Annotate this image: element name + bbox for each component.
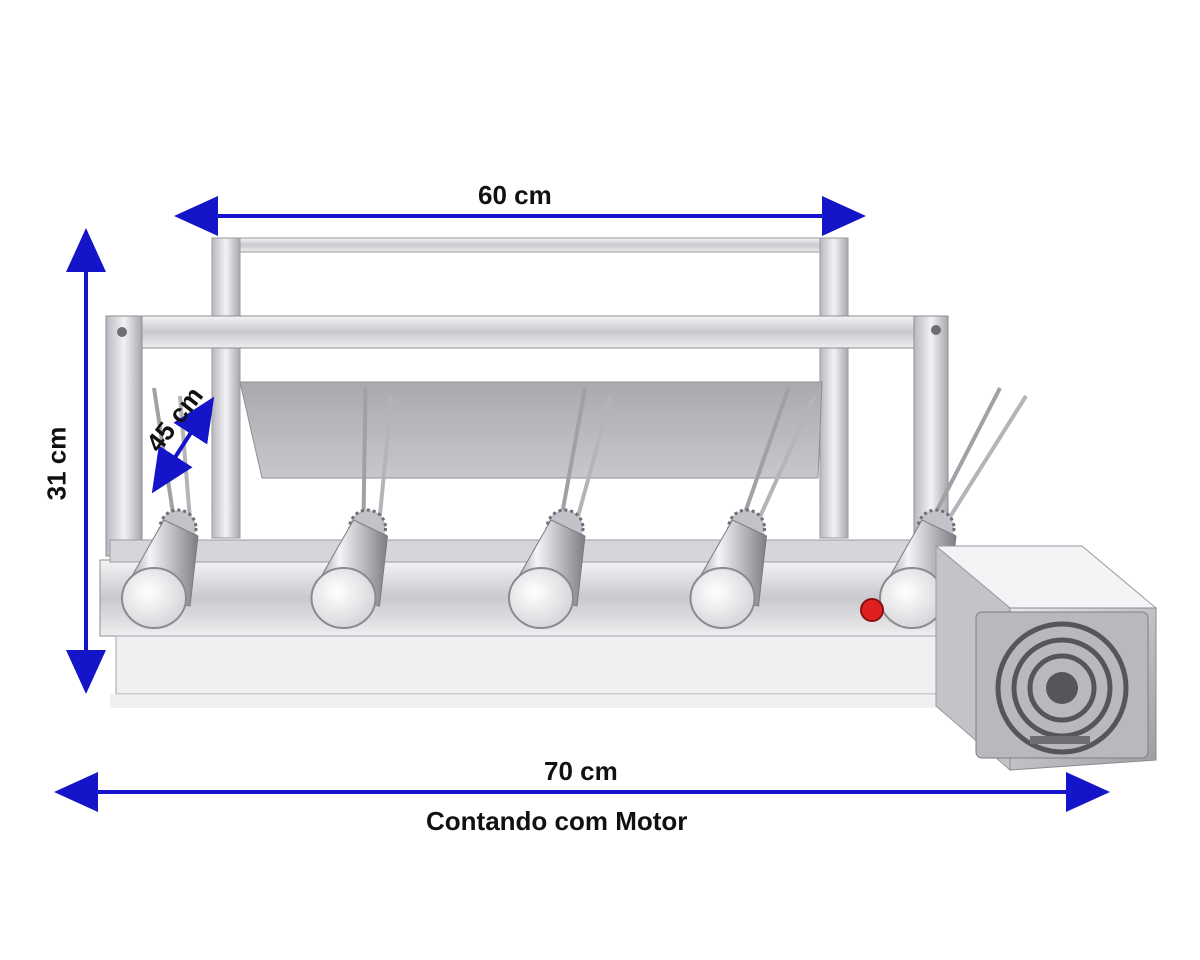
width-label: 60 cm <box>478 180 552 210</box>
base <box>99 539 937 708</box>
dimension-arrows <box>54 196 1110 812</box>
grill-plate <box>239 381 823 479</box>
skewer-prong <box>756 395 817 521</box>
skewer-endcap <box>689 567 756 629</box>
skewer-endcap <box>879 567 945 629</box>
motor-box <box>934 544 1158 772</box>
skewer-endcap <box>508 567 574 629</box>
back-frame <box>211 237 849 539</box>
skewer-group <box>121 387 1028 629</box>
skewer-prong <box>946 394 1028 522</box>
fan-grille-icon <box>995 621 1129 755</box>
skewer-prong <box>377 395 394 521</box>
height-label: 31 cm <box>41 426 72 501</box>
skewer-prong <box>930 387 1002 521</box>
depth-arrow <box>151 396 215 494</box>
skewer-endcap <box>121 567 187 629</box>
total-width-label: 70 cm <box>544 756 618 786</box>
skewer-endcap <box>310 567 377 629</box>
skewer-prong <box>575 395 613 521</box>
motor-brand-mark <box>1030 736 1090 744</box>
skewer-prong <box>740 387 791 521</box>
indicator-light <box>860 598 884 622</box>
total-width-note: Contando com Motor <box>426 806 688 836</box>
skewer <box>508 387 613 629</box>
skewer-prong <box>361 387 368 521</box>
skewer <box>310 387 394 629</box>
skewer <box>689 387 817 629</box>
skewer-prong <box>559 387 587 521</box>
